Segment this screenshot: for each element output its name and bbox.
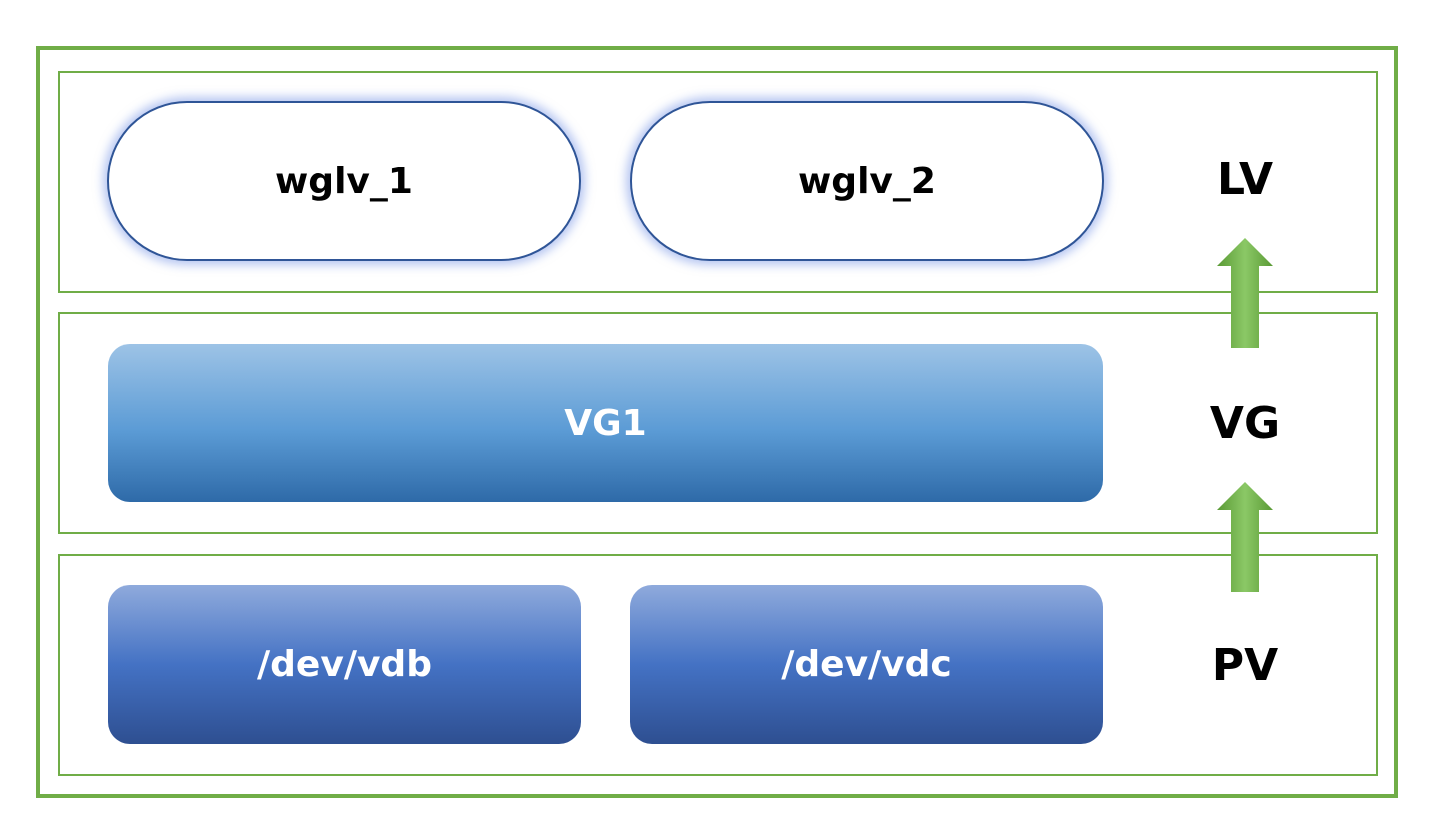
volume-group-vg1: VG1 — [108, 344, 1103, 502]
up-arrow-icon — [1217, 238, 1273, 348]
logical-volume-label: wglv_1 — [275, 160, 413, 202]
logical-volume-wglv-2: wglv_2 — [630, 101, 1104, 261]
physical-volume-label: /dev/vdc — [781, 644, 952, 685]
physical-volume-vdb: /dev/vdb — [108, 585, 581, 744]
physical-volume-vdc: /dev/vdc — [630, 585, 1103, 744]
up-arrow-icon — [1217, 482, 1273, 592]
vg-layer-box — [58, 312, 1378, 534]
physical-volume-label: /dev/vdb — [257, 644, 432, 685]
outer-frame — [36, 46, 1398, 798]
layer-label-lv: LV — [1216, 154, 1274, 205]
pv-layer-box — [58, 554, 1378, 776]
lv-layer-box — [58, 71, 1378, 293]
volume-group-label: VG1 — [564, 402, 647, 444]
layer-label-pv: PV — [1211, 640, 1279, 691]
logical-volume-wglv-1: wglv_1 — [107, 101, 581, 261]
layer-label-vg: VG — [1209, 398, 1281, 449]
logical-volume-label: wglv_2 — [798, 160, 936, 202]
